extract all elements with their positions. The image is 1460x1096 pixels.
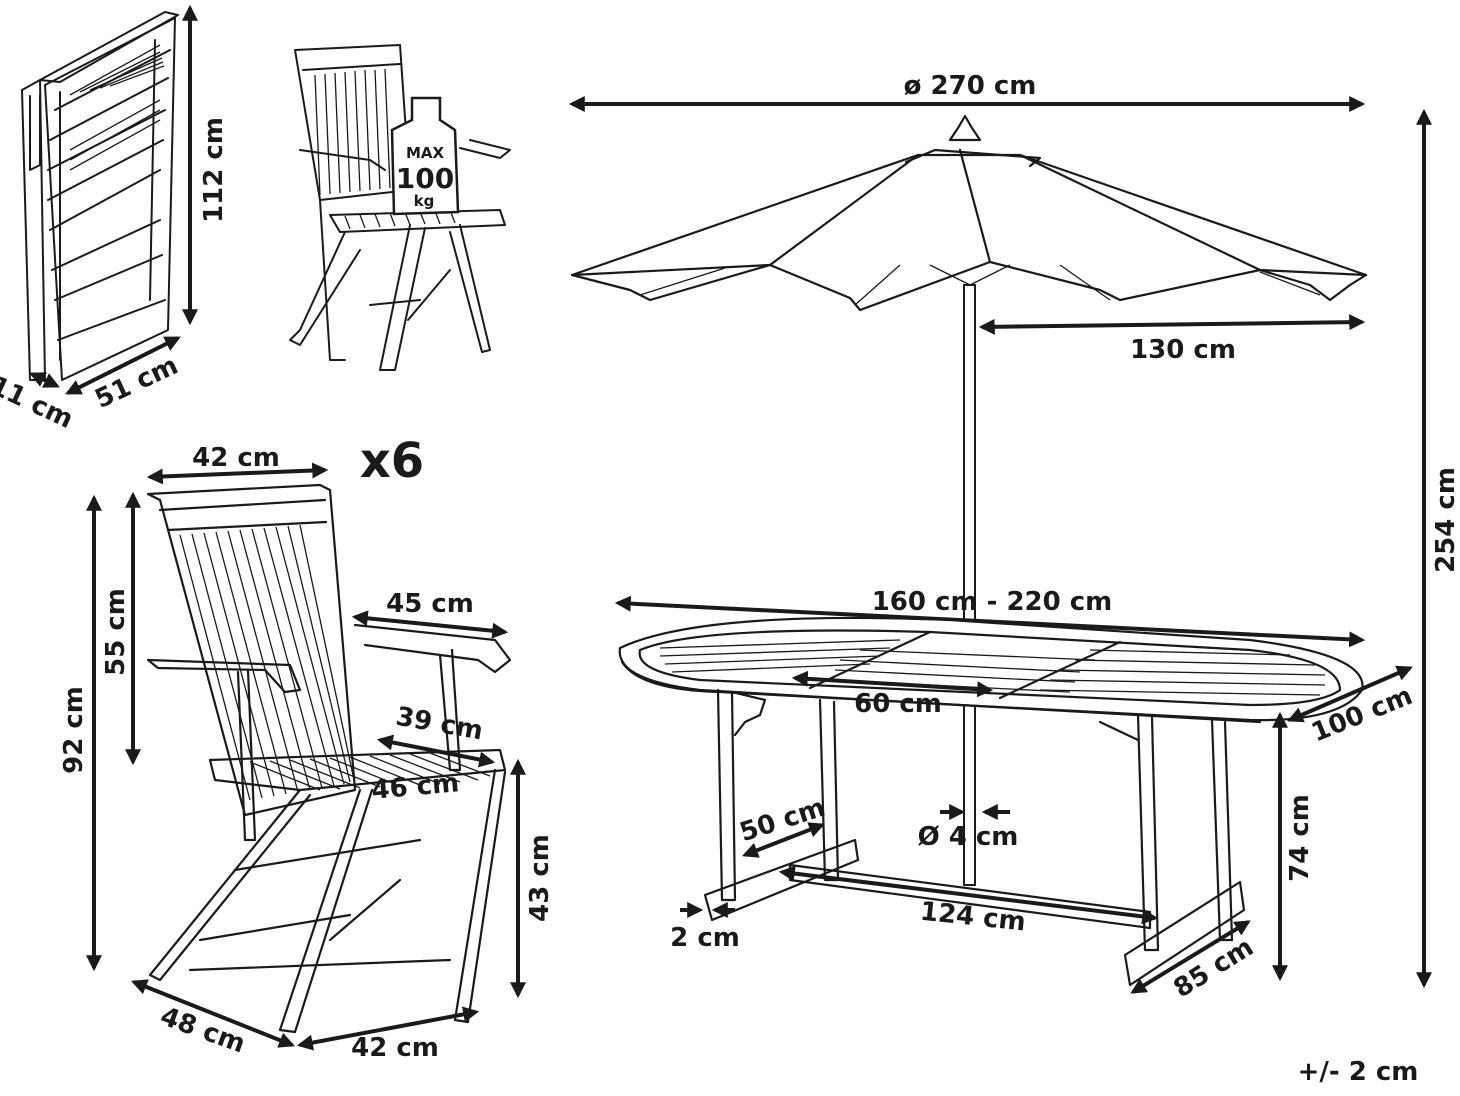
- extension-leaf-arrow: [791, 670, 994, 698]
- main-chair-back-slats: [179, 524, 355, 801]
- small-chair-slats: [314, 68, 456, 230]
- table-length-arrow: [614, 595, 1366, 648]
- stretcher-length-label: 124 cm: [919, 897, 1027, 938]
- foot-thickness-label: 2 cm: [670, 923, 740, 953]
- seat-depth-arrow: [376, 734, 496, 768]
- folded-width-arrow: [65, 336, 181, 395]
- chair-back-height-label: 55 cm: [101, 588, 131, 676]
- max-load-unit: kg: [414, 192, 435, 210]
- seat-width-label: 46 cm: [370, 768, 460, 806]
- quantity-label: x6: [360, 433, 424, 489]
- umbrella-diameter-label: ø 270 cm: [904, 71, 1037, 101]
- armrest-length-label: 45 cm: [386, 589, 474, 619]
- max-load-top-label: MAX: [406, 144, 445, 162]
- seat-depth-label: 39 cm: [394, 702, 486, 747]
- folded-chair-slats: [69, 44, 165, 171]
- chair-base-width-label: 42 cm: [351, 1033, 439, 1063]
- table-length-label: 160 cm - 220 cm: [872, 587, 1113, 617]
- leg-inner-arrow: [742, 822, 825, 858]
- weight-bottle-icon: MAX 100 kg: [390, 96, 460, 216]
- tolerance-label: +/- 2 cm: [1298, 1057, 1419, 1087]
- max-load-value: 100: [396, 162, 454, 195]
- pole-diameter-label: Ø 4 cm: [918, 822, 1019, 852]
- folded-chair-illustration: [21, 11, 179, 381]
- chair-top-width-arrow: [146, 462, 329, 485]
- foot-length-arrow: [1130, 920, 1251, 994]
- main-chair-illustration: [146, 483, 512, 1034]
- chair-total-height-label: 92 cm: [59, 686, 89, 774]
- extension-leaf-label: 60 cm: [854, 689, 942, 719]
- chair-depth-arrow: [131, 979, 295, 1048]
- armrest-length-arrow: [351, 610, 509, 639]
- table-width-arrow: [1287, 665, 1413, 723]
- chair-top-width-label: 42 cm: [192, 443, 280, 473]
- small-chair-illustration: [289, 44, 511, 371]
- umbrella-height-label: 254 cm: [1431, 467, 1460, 573]
- folded-depth-arrow: [29, 372, 60, 388]
- umbrella-pole: [963, 284, 976, 886]
- folded-height-label: 112 cm: [199, 117, 229, 223]
- umbrella-canopy: [570, 114, 1368, 312]
- chair-base-width-arrow: [296, 1006, 480, 1051]
- umbrella-radius-arrow: [978, 314, 1366, 335]
- umbrella-radius-label: 130 cm: [1130, 335, 1236, 365]
- seat-height-label: 43 cm: [525, 834, 555, 922]
- table-height-label: 74 cm: [1285, 794, 1315, 882]
- stretcher-length-arrow: [778, 865, 1159, 925]
